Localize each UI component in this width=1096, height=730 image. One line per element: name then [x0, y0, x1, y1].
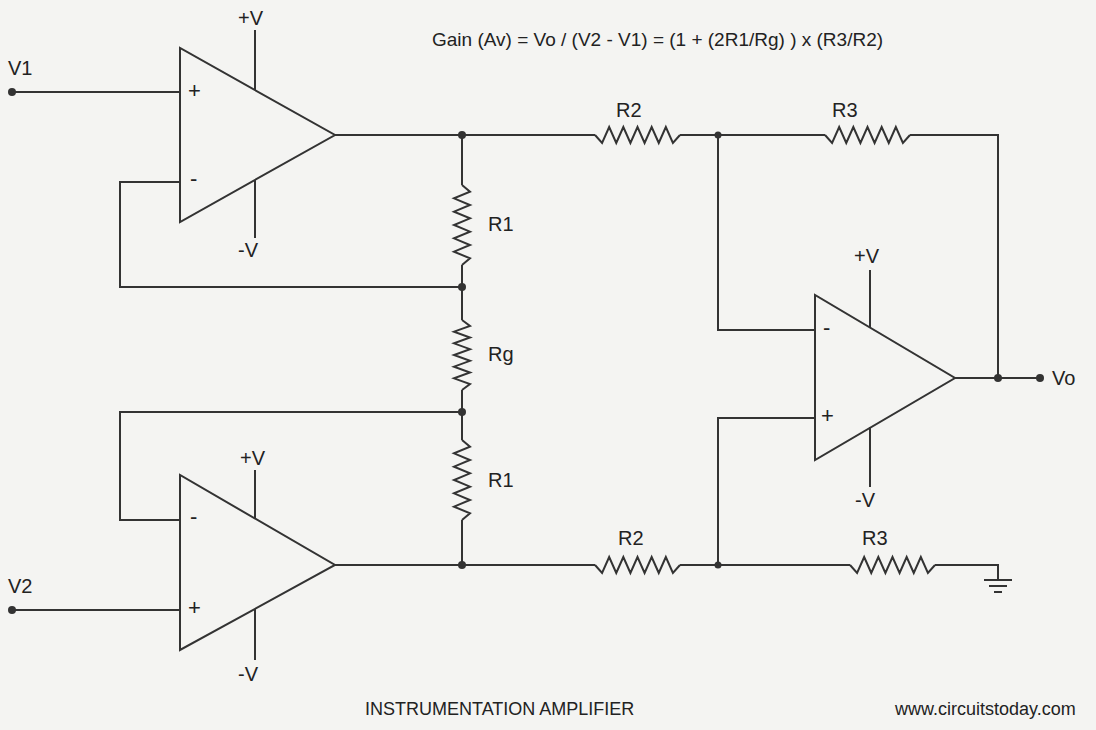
wire — [335, 135, 998, 378]
junction-group — [8, 88, 1044, 614]
junction-dot — [715, 562, 722, 569]
pin-sign: + — [188, 597, 201, 619]
supply-label: +V — [238, 8, 263, 28]
resistor-symbol — [454, 440, 470, 520]
feedback-wire — [120, 182, 462, 520]
resistor-label: Rg — [488, 344, 514, 364]
resistor-label: R1 — [488, 470, 514, 490]
supply-label: +V — [240, 448, 265, 468]
signal-name: V1 — [8, 58, 32, 78]
wire — [461, 135, 463, 565]
supply-label: -V — [855, 490, 875, 510]
input-wire — [12, 92, 180, 610]
junction-dot — [994, 374, 1002, 382]
signal-name: V2 — [8, 576, 32, 596]
diagram-caption: INSTRUMENTATION AMPLIFIER — [365, 700, 634, 718]
supply-label: -V — [238, 664, 258, 684]
signal-name: Vo — [1052, 368, 1075, 388]
resistor-label: R1 — [488, 214, 514, 234]
pin-sign: - — [190, 168, 197, 190]
junction-dot — [458, 283, 466, 291]
resistor-group — [454, 127, 935, 573]
ground-symbol — [984, 580, 1012, 592]
pin-sign: - — [823, 317, 830, 339]
junction-dot — [458, 131, 466, 139]
supply-label: +V — [854, 246, 879, 266]
terminal-dot — [1036, 374, 1044, 382]
pin-sign: + — [188, 80, 201, 102]
resistor-label: R2 — [616, 100, 642, 120]
supply-label: -V — [238, 240, 258, 260]
resistor-symbol — [454, 185, 470, 265]
resistor-label: R2 — [618, 528, 644, 548]
resistor-symbol — [595, 127, 680, 143]
junction-dot — [458, 561, 466, 569]
opamp-symbol — [815, 295, 955, 460]
junction-dot — [458, 408, 466, 416]
junction-dot — [715, 132, 722, 139]
resistor-symbol — [595, 557, 680, 573]
website-label: www.circuitstoday.com — [895, 700, 1076, 718]
pin-sign: - — [190, 506, 197, 528]
terminal-dot — [8, 606, 16, 614]
gain-formula: Gain (Av) = Vo / (V2 - V1) = (1 + (2R1/R… — [432, 30, 883, 49]
resistor-symbol — [850, 557, 935, 573]
opamp-symbol — [180, 475, 335, 650]
resistor-symbol — [825, 127, 910, 143]
resistor-symbol — [454, 320, 470, 390]
wire — [718, 135, 815, 565]
resistor-label: R3 — [862, 528, 888, 548]
pin-sign: + — [821, 405, 834, 427]
terminal-dot — [8, 88, 16, 96]
resistor-label: R3 — [832, 100, 858, 120]
opamp-symbol — [180, 48, 335, 222]
